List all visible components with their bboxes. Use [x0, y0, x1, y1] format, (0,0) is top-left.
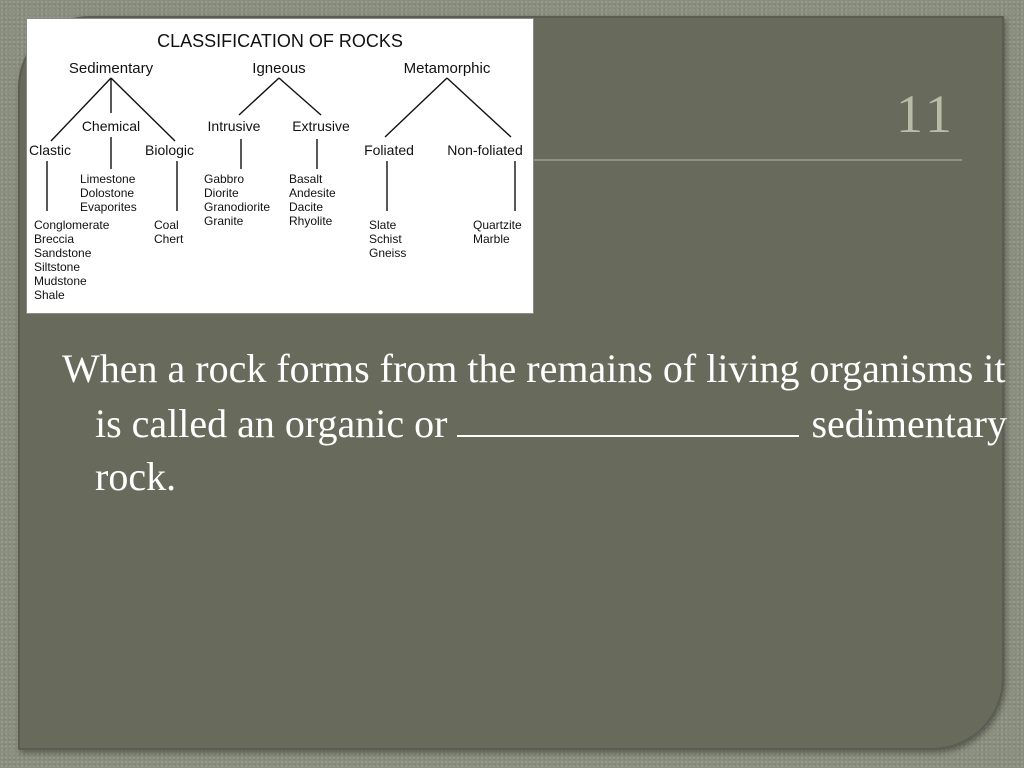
category-igneous: Igneous — [252, 60, 305, 77]
subtype-clastic: Clastic — [29, 142, 71, 158]
branch-lines — [46, 77, 516, 211]
body-text: When a rock forms from the remains of li… — [62, 342, 1015, 503]
example-intrusive-1: Gabbro — [204, 172, 244, 186]
fill-in-blank — [457, 395, 800, 437]
diagram-title: CLASSIFICATION OF ROCKS — [157, 31, 403, 51]
example-biologic-1: Coal — [154, 218, 179, 232]
example-clastic-4: Siltstone — [34, 260, 80, 274]
example-nonfoliated-2: Marble — [473, 232, 510, 246]
example-foliated-3: Gneiss — [369, 246, 406, 260]
category-sedimentary: Sedimentary — [69, 60, 154, 77]
example-foliated-2: Schist — [369, 232, 402, 246]
subtype-nonfoliated: Non-foliated — [447, 142, 523, 158]
example-intrusive-3: Granodiorite — [204, 200, 270, 214]
example-biologic-2: Chert — [154, 232, 184, 246]
body-sentence: When a rock forms from the remains of li… — [62, 346, 1006, 446]
example-chemical-3: Evaporites — [80, 200, 137, 214]
subtype-foliated: Foliated — [364, 142, 414, 158]
example-clastic-2: Breccia — [34, 232, 74, 246]
example-clastic-1: Conglomerate — [34, 218, 110, 232]
title-divider — [528, 159, 962, 161]
subtype-biologic: Biologic — [145, 142, 194, 158]
example-nonfoliated-1: Quartzite — [473, 218, 522, 232]
example-extrusive-2: Andesite — [289, 186, 336, 200]
example-chemical-1: Limestone — [80, 172, 136, 186]
example-clastic-5: Mudstone — [34, 274, 87, 288]
example-extrusive-4: Rhyolite — [289, 214, 333, 228]
rock-classification-diagram: CLASSIFICATION OF ROCKS Sedimentary Igne… — [26, 18, 534, 314]
example-clastic-3: Sandstone — [34, 246, 92, 260]
slide-number: 11 — [896, 84, 956, 144]
subtype-extrusive: Extrusive — [292, 118, 350, 134]
example-extrusive-3: Dacite — [289, 200, 323, 214]
example-extrusive-1: Basalt — [289, 172, 323, 186]
subtype-intrusive: Intrusive — [208, 118, 261, 134]
example-intrusive-4: Granite — [204, 214, 244, 228]
example-clastic-6: Shale — [34, 288, 65, 302]
example-foliated-1: Slate — [369, 218, 397, 232]
example-chemical-2: Dolostone — [80, 186, 134, 200]
category-metamorphic: Metamorphic — [404, 60, 491, 77]
body-sentence-end: sedimentary rock. — [95, 401, 1007, 499]
subtype-chemical: Chemical — [82, 118, 140, 134]
example-intrusive-2: Diorite — [204, 186, 239, 200]
